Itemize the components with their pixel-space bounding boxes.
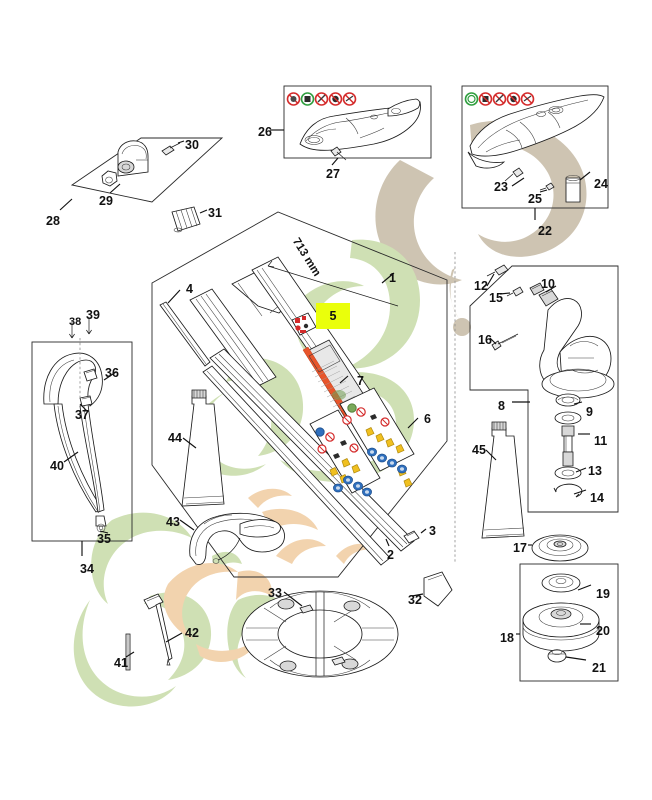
part-label-21: 21 [592,661,606,675]
part-label-18: 18 [500,631,514,645]
part-label-8: 8 [498,399,505,413]
icon-strip-22 [464,92,535,106]
part-33-shield [241,590,399,678]
part-label-34: 34 [80,562,94,576]
part-label-33: 33 [268,586,282,600]
part-label-17: 17 [513,541,527,555]
part-label-7: 7 [357,374,364,388]
part-label-30: 30 [185,138,199,152]
part-label-2: 2 [387,548,394,562]
part-label-41: 41 [114,656,128,670]
part-label-13: 13 [588,464,602,478]
panel-18-trimmer-head [519,563,619,682]
part-label-12: 12 [474,279,488,293]
part-label-25: 25 [528,192,542,206]
part-label-9: 9 [586,405,593,419]
part-label-31: 31 [208,206,222,220]
part-label-32: 32 [408,593,422,607]
part-label-26: 26 [258,125,272,139]
panel-1-shaft-assembly [151,211,448,578]
icon-strip-26 [286,92,357,106]
part-label-39: 39 [86,308,100,322]
part-45-grease-tube [481,421,525,539]
part-41-pin [125,633,131,671]
part-42-tool-wrench [143,593,173,666]
part-44-grease-tube [181,389,225,507]
part-label-40: 40 [50,459,64,473]
part-label-24: 24 [594,177,608,191]
part-label-10: 10 [541,277,555,291]
part-label-6: 6 [424,412,431,426]
part-label-43: 43 [166,515,180,529]
panel-8-gearbox [469,264,619,513]
part-43-protective-goggles [189,512,285,565]
part-label-4: 4 [186,282,193,296]
part-label-19: 19 [596,587,610,601]
part-label-45: 45 [472,443,486,457]
part-32-blade-cover [423,571,453,607]
part-label-22: 22 [538,224,552,238]
highlighted-part-5-label: 5 [329,309,337,323]
part-label-3: 3 [429,524,436,538]
part-label-11: 11 [594,434,608,448]
part-label-35: 35 [97,532,111,546]
part-label-42: 42 [185,626,199,640]
part-label-20: 20 [596,624,610,638]
part-label-1: 1 [389,271,396,285]
panel-34-harness [31,318,133,542]
part-label-28: 28 [46,214,60,228]
part-label-38: 38 [69,316,82,328]
highlighted-part-5-badge[interactable]: 5 [316,303,350,329]
part-label-36: 36 [105,366,119,380]
part-6-warning-decal [309,387,415,497]
part-label-27: 27 [326,167,340,181]
part-31-grip [171,206,201,233]
part-label-44: 44 [168,431,182,445]
part-label-14: 14 [590,491,604,505]
part-label-29: 29 [99,194,113,208]
panel-28-handle-bracket [70,137,224,203]
panel-22-guard [461,85,609,209]
part-label-16: 16 [478,333,492,347]
part-label-37: 37 [75,408,89,422]
part-17-blade-disc [531,534,589,562]
part-label-23: 23 [494,180,508,194]
part-label-15: 15 [489,291,503,305]
panel-26-guard [283,85,432,161]
